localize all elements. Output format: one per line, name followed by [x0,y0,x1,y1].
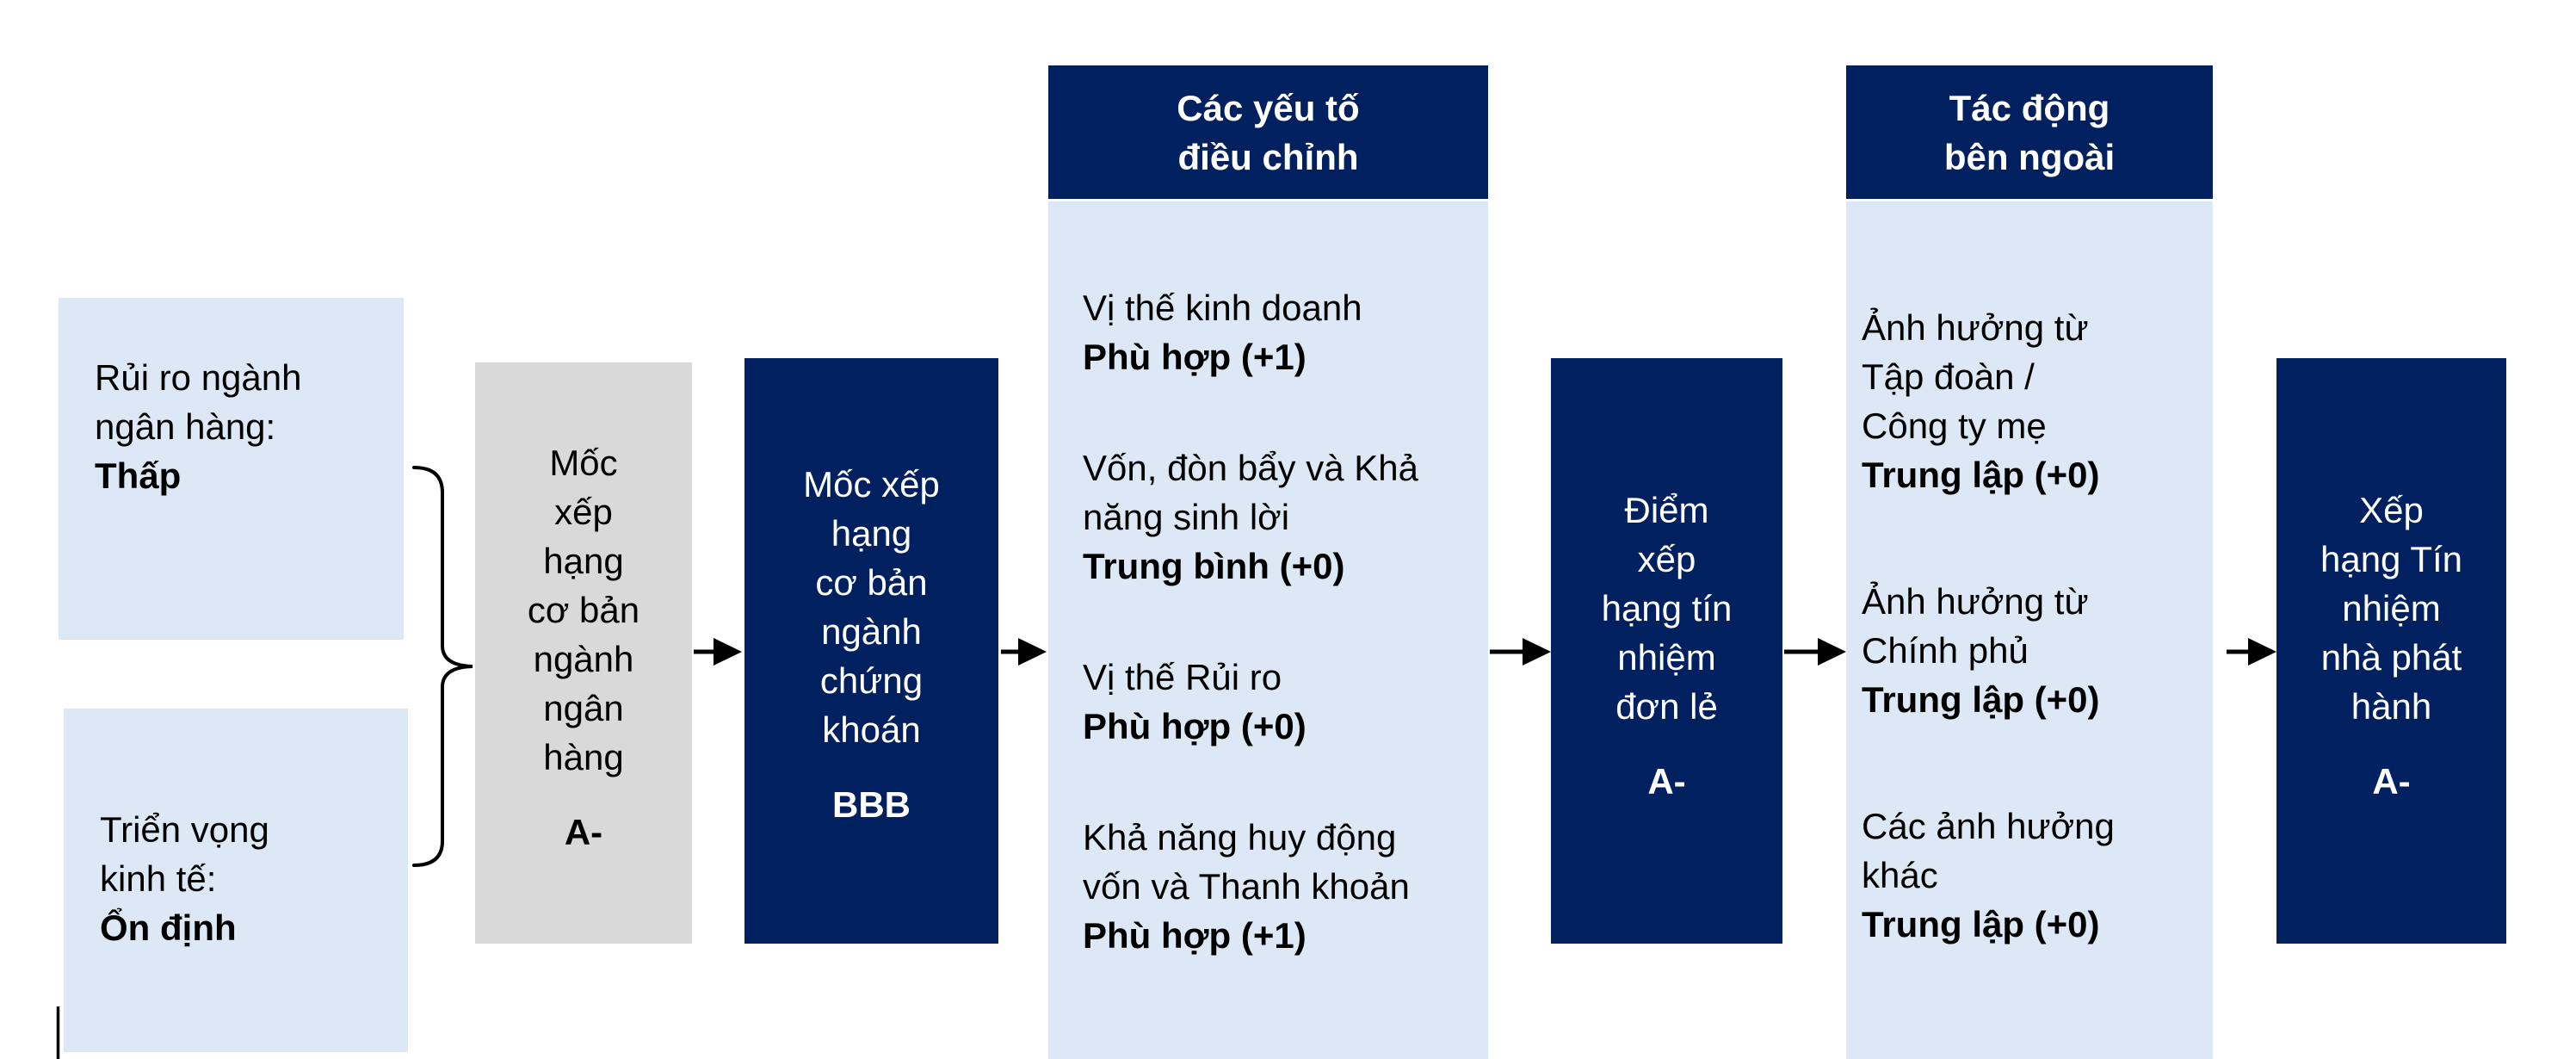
factor-label: Các ảnh hưởng khác [1862,806,2115,895]
factor-label: Vị thế Rủi ro [1083,657,1282,697]
securities-anchor-box: Mốc xếp hạng cơ bản ngành chứng khoán BB… [744,358,998,944]
factor-value: Trung bình (+0) [1083,546,1345,586]
bank-anchor-value: A- [564,812,603,852]
adjustment-factor: Khả năng huy động vốn và Thanh khoản Phù… [1083,813,1471,960]
factor-value: Phù hợp (+1) [1083,337,1307,377]
external-factor: Ảnh hưởng từ Tập đoàn / Công ty mẹ Trung… [1862,303,2204,499]
external-header: Tác động bên ngoài [1846,65,2213,199]
flow-arrow-icon [1001,638,1047,666]
adjustment-body: Vị thế kinh doanh Phù hợp (+1) Vốn, đòn … [1048,201,1488,1059]
flow-arrow-icon [1784,638,1846,666]
factor-label: Khả năng huy động vốn và Thanh khoản [1083,817,1410,907]
standalone-score-label: Điểm xếp hạng tín nhiệm đơn lẻ [1601,490,1733,727]
factor-value: Phù hợp (+1) [1083,915,1307,956]
adjustment-factor: Vị thế Rủi ro Phù hợp (+0) [1083,653,1471,751]
flow-arrow-icon [1490,638,1551,666]
industry-risk-value: Thấp [95,455,182,496]
external-factor: Ảnh hưởng từ Chính phủ Trung lập (+0) [1862,577,2204,724]
adjustment-factor: Vị thế kinh doanh Phù hợp (+1) [1083,283,1471,381]
issuer-rating-value: A- [2372,761,2411,802]
factor-value: Trung lập (+0) [1862,455,2100,495]
issuer-rating-box: Xếp hạng Tín nhiệm nhà phát hành A- [2276,358,2506,944]
economic-outlook-label: Triển vọng kinh tế: [100,809,269,899]
issuer-rating-label: Xếp hạng Tín nhiệm nhà phát hành [2320,490,2463,727]
securities-anchor-label: Mốc xếp hạng cơ bản ngành chứng khoán [803,464,940,750]
factor-value: Trung lập (+0) [1862,904,2100,944]
external-factor: Các ảnh hưởng khác Trung lập (+0) [1862,802,2204,949]
adjustment-factor: Vốn, đòn bẩy và Khả năng sinh lời Trung … [1083,443,1471,591]
flow-arrow-icon [2227,638,2276,666]
standalone-score-box: Điểm xếp hạng tín nhiệm đơn lẻ A- [1551,358,1782,944]
standalone-score-value: A- [1647,761,1686,802]
factor-label: Vị thế kinh doanh [1083,288,1362,328]
brace-icon [412,466,473,867]
factor-label: Ảnh hưởng từ Chính phủ [1862,581,2089,671]
economic-outlook-value: Ổn định [100,907,237,948]
bank-anchor-box: Mốc xếp hạng cơ bản ngành ngân hàng A- [475,362,692,944]
industry-risk-box: Rủi ro ngành ngân hàng: Thấp [59,298,404,640]
factor-value: Phù hợp (+0) [1083,706,1307,746]
bank-anchor-label: Mốc xếp hạng cơ bản ngành ngân hàng [527,443,640,777]
factor-label: Ảnh hưởng từ Tập đoàn / Công ty mẹ [1862,307,2089,446]
adjustment-header: Các yếu tố điều chỉnh [1048,65,1488,199]
industry-risk-label: Rủi ro ngành ngân hàng: [95,357,302,447]
factor-label: Vốn, đòn bẩy và Khả năng sinh lời [1083,448,1418,537]
external-body: Ảnh hưởng từ Tập đoàn / Công ty mẹ Trung… [1846,201,2213,1059]
economic-outlook-box: Triển vọng kinh tế: Ổn định [64,709,408,1052]
factor-value: Trung lập (+0) [1862,679,2100,720]
flow-arrow-icon [694,638,742,666]
securities-anchor-value: BBB [832,784,911,825]
